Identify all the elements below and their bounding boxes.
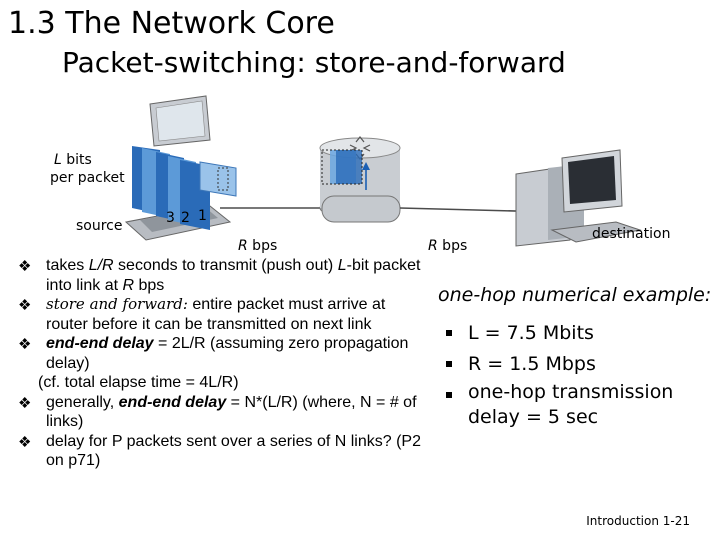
- destination-computer-icon: [515, 149, 642, 247]
- bullet-item: ❖end-end delay = 2L/R (assuming zero pro…: [18, 335, 409, 372]
- packet-bits-stack: [132, 146, 237, 230]
- bullet-item: ❖store and forward: entire packet must a…: [18, 295, 386, 333]
- packet-number-1: 1: [198, 208, 207, 224]
- slide-title-line2: Packet-switching: store-and-forward: [62, 46, 566, 79]
- link1-rate-label: R bps: [238, 238, 278, 254]
- bullet-item: ❖takes L/R seconds to transmit (push out…: [18, 257, 421, 294]
- packet-number-2: 2: [181, 210, 190, 226]
- slide-footer: Introduction 1-21: [586, 514, 690, 528]
- bullet-item: ❖generally, end-end delay = N*(L/R) (whe…: [18, 393, 417, 431]
- packet-number-3: 3: [166, 210, 175, 226]
- square-bullet-icon: [446, 330, 452, 336]
- square-bullet-icon: [446, 361, 452, 367]
- router-body: [321, 195, 401, 223]
- diamond-bullet-icon: ❖: [18, 258, 32, 275]
- example-item: L = 7.5 Mbits: [446, 318, 708, 349]
- diamond-bullet-icon: ❖: [18, 433, 32, 451]
- destination-label: destination: [592, 226, 671, 242]
- diamond-bullet-icon: ❖: [18, 336, 32, 353]
- slide-title-line1: 1.3 The Network Core: [8, 6, 335, 41]
- square-bullet-icon: [446, 392, 452, 398]
- bits-label: L bits: [54, 152, 92, 168]
- diamond-bullet-icon: ❖: [18, 394, 32, 412]
- store-and-forward-diagram: 3 2 1: [124, 95, 642, 247]
- bullet-subline: (cf. total elapse time = 4L/R): [38, 374, 239, 391]
- example-item: one-hop transmission delay = 5 sec: [446, 380, 708, 430]
- example-item: R = 1.5 Mbps: [446, 349, 708, 380]
- example-list: L = 7.5 Mbits R = 1.5 Mbps one-hop trans…: [446, 318, 708, 430]
- example-heading: one-hop numerical example:: [438, 284, 712, 306]
- link2-rate-label: R bps: [428, 238, 468, 254]
- bullet-list: ❖takes L/R seconds to transmit (push out…: [18, 256, 428, 471]
- per-packet-label: per packet: [50, 170, 125, 186]
- diamond-bullet-icon: ❖: [18, 297, 32, 314]
- source-label: source: [76, 218, 123, 234]
- bullet-item: ❖delay for P packets sent over a series …: [18, 432, 421, 470]
